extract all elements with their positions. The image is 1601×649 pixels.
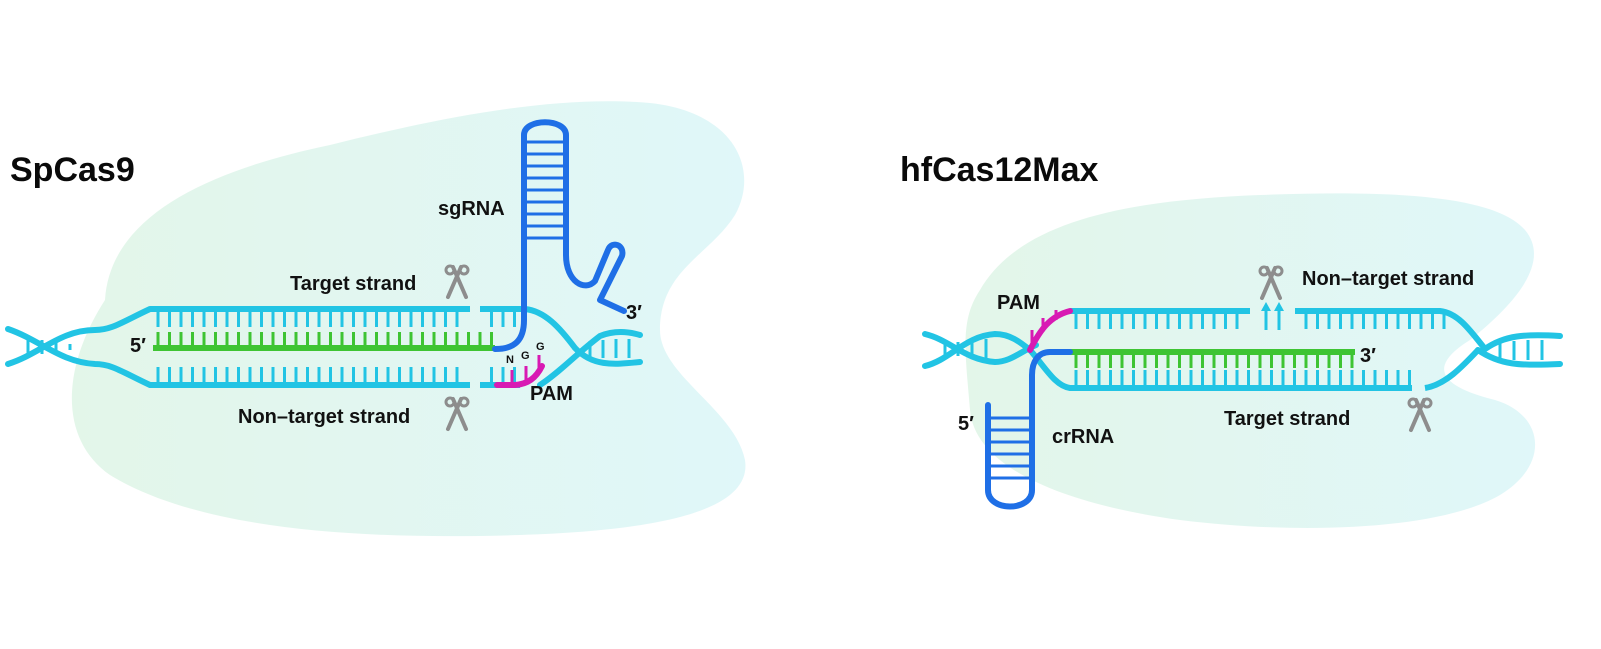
- spcas9-helix-left: [5, 306, 153, 388]
- hfcas12max-five-prime-label: 5′: [958, 413, 974, 435]
- spcas9-three-prime-label: 3′: [626, 302, 642, 324]
- spcas9-sgrna-label: sgRNA: [438, 198, 505, 220]
- hfcas12max-three-prime-label: 3′: [1360, 345, 1376, 367]
- hfcas12max-panel: hfCas12Max: [900, 151, 1563, 528]
- hfcas12max-title: hfCas12Max: [900, 151, 1099, 189]
- hfcas12max-non-target-strand: [1070, 308, 1488, 351]
- hfcas12max-cut-arrows: [1261, 302, 1284, 330]
- spcas9-non-target-strand: [150, 367, 520, 388]
- hfcas12max-pam: [1027, 308, 1073, 353]
- spcas9-pam-label: PAM: [530, 383, 573, 405]
- hfcas12max-helix-left: [922, 330, 1039, 369]
- spcas9-protein-body: [71, 101, 746, 537]
- pam-base-g2: G: [536, 341, 545, 353]
- spcas9-target-strand-label: Target strand: [290, 273, 416, 295]
- spcas9-helix-right: [537, 329, 643, 388]
- hfcas12max-crrna: [985, 349, 1073, 510]
- spcas9-five-prime-label: 5′: [130, 335, 146, 357]
- hfcas12max-target-strand-label: Target strand: [1224, 408, 1350, 430]
- spcas9-title: SpCas9: [10, 151, 135, 189]
- hfcas12max-target-strand: [1027, 347, 1481, 391]
- spcas9-panel: SpCas9: [5, 101, 746, 537]
- pam-base-g1: G: [521, 350, 530, 362]
- pam-base-n: N: [506, 354, 514, 366]
- hfcas12max-guide-sequence: [1070, 349, 1355, 368]
- spcas9-guide-sequence: [153, 332, 495, 351]
- spcas9-non-target-strand-label: Non–target strand: [238, 406, 410, 428]
- hfcas12max-non-target-strand-label: Non–target strand: [1302, 268, 1474, 290]
- spcas9-sgrna: [492, 119, 627, 352]
- hfcas12max-protein-body: [965, 193, 1536, 528]
- spcas9-target-strand: [150, 306, 578, 350]
- hfcas12max-crrna-label: crRNA: [1052, 426, 1114, 448]
- hfcas12max-pam-label: PAM: [997, 292, 1040, 314]
- hfcas12max-helix-right: [1475, 332, 1563, 368]
- spcas9-pam: N G G: [494, 341, 545, 388]
